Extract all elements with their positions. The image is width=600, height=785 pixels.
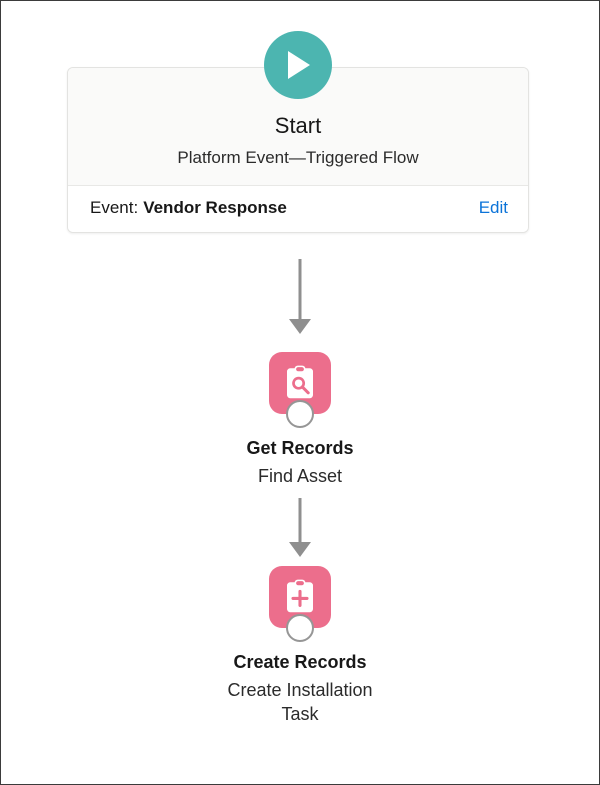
node-icon-wrapper[interactable] xyxy=(269,352,331,428)
flow-node-create-records[interactable]: Create Records Create Installation Task xyxy=(150,566,450,727)
node-title-text: Get Records xyxy=(240,438,360,460)
connector-get-records-to-create-records xyxy=(289,498,311,568)
start-title: Start xyxy=(274,113,322,138)
play-circle-icon xyxy=(264,31,332,99)
connector-arrowhead-icon xyxy=(289,319,311,334)
node-title-text: Create Records xyxy=(227,652,373,674)
start-event-value: Vendor Response xyxy=(143,197,287,217)
node-icon-wrapper[interactable] xyxy=(269,566,331,642)
connector-arrowhead-icon xyxy=(289,542,311,557)
flow-node-get-records[interactable]: Get Records Find Asset xyxy=(150,352,450,488)
node-title: Get Records xyxy=(150,438,450,460)
node-connector-handle[interactable] xyxy=(286,400,314,428)
node-label: Create Installation Task xyxy=(150,677,450,727)
start-element[interactable]: Start Platform Event—Triggered Flow Even… xyxy=(67,31,529,233)
connector-line xyxy=(298,259,302,327)
node-title: Create Records xyxy=(150,652,450,674)
clipboard-search-icon[interactable] xyxy=(269,352,331,414)
connector-line xyxy=(298,498,302,551)
node-label: Find Asset xyxy=(150,463,450,488)
node-label-text: Create Installation Task xyxy=(203,677,397,727)
start-card[interactable]: Start Platform Event—Triggered Flow Even… xyxy=(67,67,529,233)
start-subtitle: Platform Event—Triggered Flow xyxy=(177,147,419,167)
node-label-text: Find Asset xyxy=(253,463,347,488)
start-edit-link[interactable]: Edit xyxy=(478,197,508,217)
start-card-body: Event:Vendor Response Edit xyxy=(68,185,528,232)
node-connector-handle[interactable] xyxy=(286,614,314,642)
start-event-row: Event:Vendor Response xyxy=(90,198,287,218)
start-event-label: Event: xyxy=(90,197,139,217)
connector-start-to-get-records xyxy=(289,259,311,341)
